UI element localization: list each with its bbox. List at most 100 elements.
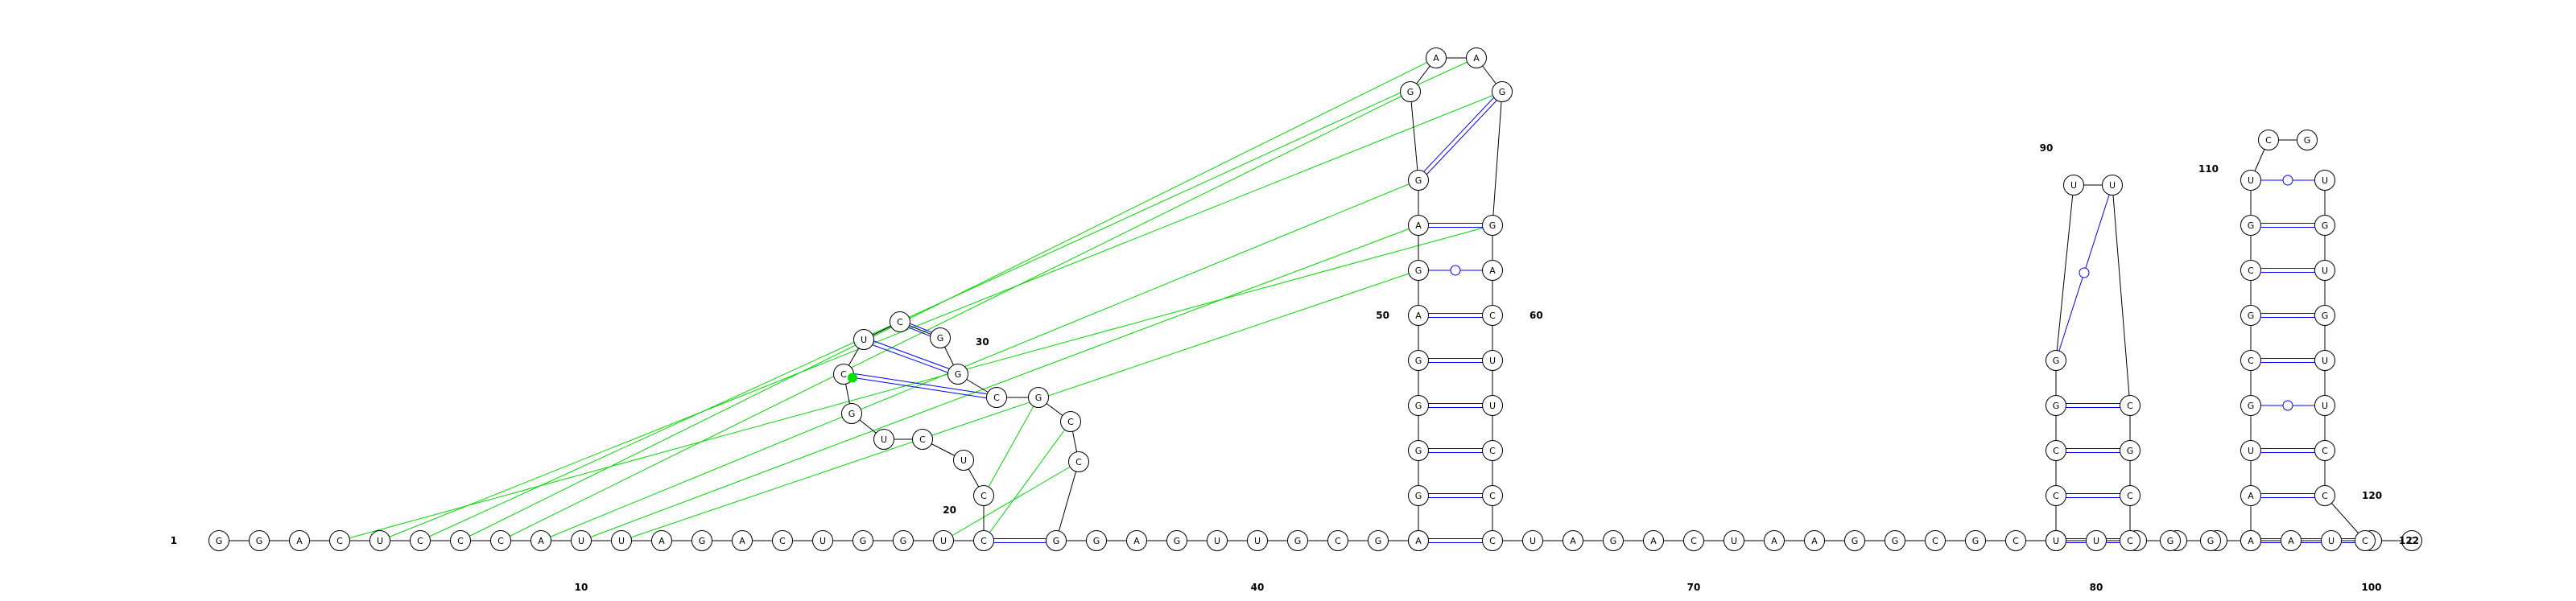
gu-pair-marker xyxy=(2079,267,2090,278)
position-label: 10 xyxy=(575,582,588,593)
nucleotide: G xyxy=(1408,170,1429,191)
nucleotide: C xyxy=(2314,440,2335,461)
base-pair-line xyxy=(864,337,960,373)
svg-text:G: G xyxy=(1415,446,1422,456)
nucleotide: C xyxy=(772,530,793,551)
nucleotide: G xyxy=(841,403,862,424)
nucleotide: U xyxy=(1247,530,1268,551)
svg-text:G: G xyxy=(1174,536,1181,546)
nucleotide: G xyxy=(2314,215,2335,236)
svg-text:A: A xyxy=(2288,536,2294,546)
pseudoknot-line xyxy=(621,270,1419,541)
nucleotide: U xyxy=(2063,175,2084,196)
svg-text:U: U xyxy=(578,536,584,546)
nucleotide: A xyxy=(651,530,672,551)
svg-text:U: U xyxy=(377,536,383,546)
nucleotide: G xyxy=(852,530,873,551)
pseudoknot-line xyxy=(983,397,1039,496)
nucleotide: U xyxy=(2240,170,2261,191)
base-pair-lines xyxy=(843,89,2365,543)
svg-text:G: G xyxy=(699,536,706,546)
nucleotide: A xyxy=(1563,530,1583,551)
pseudoknot-line xyxy=(983,421,1071,541)
gu-pair-marker xyxy=(1450,265,1461,276)
nucleotide: A xyxy=(1466,47,1487,68)
nucleotide: U xyxy=(2314,350,2335,371)
backbone-segment xyxy=(1410,91,1419,181)
nucleotide: G xyxy=(1408,440,1429,461)
nucleotide: C xyxy=(1683,530,1704,551)
svg-text:G: G xyxy=(1852,536,1859,546)
nucleotide: U xyxy=(1482,350,1503,371)
pseudoknot-line xyxy=(943,461,1080,541)
svg-text:G: G xyxy=(1489,220,1496,231)
svg-text:G: G xyxy=(1610,536,1617,546)
svg-text:C: C xyxy=(417,536,423,546)
svg-text:G: G xyxy=(860,536,867,546)
svg-text:G: G xyxy=(955,369,962,380)
nucleotide: G xyxy=(1086,530,1107,551)
svg-text:U: U xyxy=(2328,536,2334,546)
nucleotide: G xyxy=(1844,530,1865,551)
backbone-segment xyxy=(1055,461,1080,541)
svg-text:C: C xyxy=(2013,536,2019,546)
svg-text:C: C xyxy=(980,536,987,546)
svg-text:C: C xyxy=(336,536,343,546)
svg-text:C: C xyxy=(1489,311,1496,321)
nucleotide: U xyxy=(953,450,974,471)
nucleotide: G xyxy=(2240,305,2261,326)
svg-text:G: G xyxy=(2127,446,2134,456)
svg-text:G: G xyxy=(2053,401,2060,411)
nucleotide: C xyxy=(490,530,511,551)
nucleotide: A xyxy=(1408,305,1429,326)
nucleotide: G xyxy=(1482,215,1503,236)
nucleotide: A xyxy=(1126,530,1147,551)
svg-text:G: G xyxy=(216,536,223,546)
nucleotide: U xyxy=(1724,530,1744,551)
nucleotide: U xyxy=(2314,260,2335,281)
nucleotide: C xyxy=(1925,530,1946,551)
svg-text:C: C xyxy=(2127,536,2133,546)
svg-text:U: U xyxy=(2322,356,2328,366)
nucleotide: C xyxy=(2401,530,2422,551)
svg-text:C: C xyxy=(897,317,903,327)
svg-text:G: G xyxy=(2053,356,2060,366)
pseudoknot-lines xyxy=(339,57,1503,541)
svg-text:G: G xyxy=(2248,220,2255,231)
nucleotide: A xyxy=(1482,260,1503,281)
nucleotide: C xyxy=(1482,485,1503,506)
svg-text:C: C xyxy=(919,434,926,445)
position-label: 110 xyxy=(2198,163,2219,175)
gu-pair-marker xyxy=(2282,175,2293,186)
nucleotide: G xyxy=(1166,530,1187,551)
svg-text:A: A xyxy=(1415,220,1422,231)
nucleotide: C xyxy=(1068,451,1089,472)
position-label: 90 xyxy=(2040,142,2054,154)
position-label: 122 xyxy=(2399,535,2419,546)
svg-text:G: G xyxy=(1407,87,1414,97)
svg-text:U: U xyxy=(2053,536,2059,546)
nucleotide: A xyxy=(2240,485,2261,506)
svg-text:G: G xyxy=(1294,536,1302,546)
nucleotide: C xyxy=(2120,530,2140,551)
svg-text:G: G xyxy=(2248,401,2255,411)
nucleotide: U xyxy=(1482,395,1503,416)
position-label: 100 xyxy=(2361,582,2381,593)
position-label: 80 xyxy=(2090,582,2103,593)
svg-text:C: C xyxy=(2127,491,2133,501)
nucleotide: C xyxy=(2258,130,2279,150)
svg-text:G: G xyxy=(1375,536,1382,546)
svg-text:C: C xyxy=(1932,536,1938,546)
nucleotide: C xyxy=(450,530,471,551)
svg-text:G: G xyxy=(1415,491,1422,501)
svg-text:U: U xyxy=(1731,536,1737,546)
svg-text:C: C xyxy=(2248,356,2254,366)
position-label: 40 xyxy=(1251,582,1265,593)
nucleotide: U xyxy=(2240,440,2261,461)
nucleotide: U xyxy=(1207,530,1228,551)
svg-text:G: G xyxy=(2207,536,2215,546)
svg-text:C: C xyxy=(840,369,847,380)
svg-text:A: A xyxy=(1433,53,1439,64)
nucleotide: U xyxy=(2102,175,2123,196)
